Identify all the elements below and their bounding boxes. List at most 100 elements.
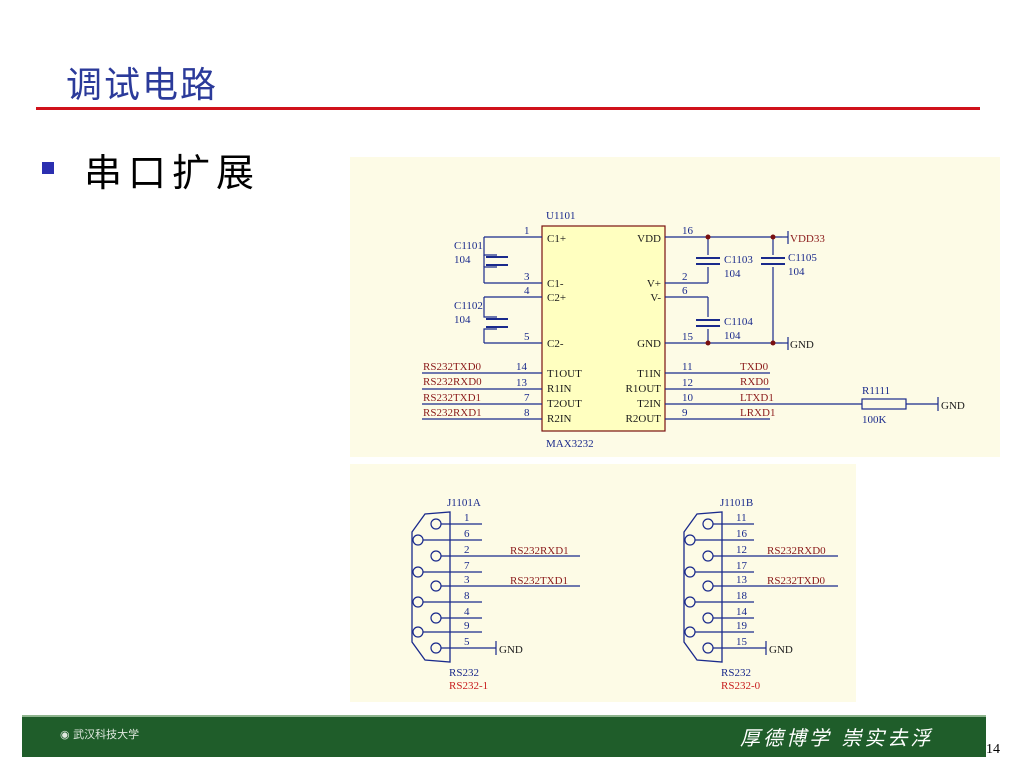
connector-wires	[423, 523, 580, 655]
pin-num: 11	[682, 361, 693, 373]
max3232-schematic-svg: U1101 MAX3232 1 3 4 5 14 13 7 8 C1+ C1- …	[422, 210, 965, 450]
pin-num: 19	[736, 620, 748, 632]
cap-wiring-left	[483, 237, 497, 343]
pin-num: 14	[516, 361, 528, 373]
pin-num: 5	[464, 636, 470, 648]
pin-num: 18	[736, 590, 748, 602]
gnd-label: GND	[790, 339, 814, 351]
pin-num: 3	[524, 271, 530, 283]
gnd-label: GND	[769, 644, 793, 656]
db9-pin-icon	[412, 518, 442, 654]
capacitor-icon	[696, 257, 785, 327]
net-label: RS232RXD0	[767, 545, 826, 557]
pin-label: V-	[650, 292, 661, 304]
footer-motto: 厚德博学 崇实去浮	[740, 726, 934, 750]
power-symbol-icon	[782, 231, 789, 350]
footer-divider	[22, 715, 986, 717]
cap-ref: C1105	[788, 252, 817, 264]
page-number: 14	[986, 742, 1000, 757]
logo-emblem-icon: ◉	[60, 728, 70, 741]
footer-bar	[22, 715, 986, 757]
pin-num: 16	[682, 225, 694, 237]
cap-wiring-right	[707, 237, 774, 343]
pin-num: 17	[736, 560, 748, 572]
cap-value: 104	[454, 314, 471, 326]
net-label: RS232TXD0	[423, 361, 482, 373]
pin-num: 5	[524, 331, 530, 343]
pin-num: 15	[736, 636, 748, 648]
pin-num: 13	[736, 574, 748, 586]
resistor-value: 100K	[862, 414, 887, 426]
resistor-icon	[861, 398, 907, 410]
pin-label: T2IN	[637, 398, 661, 410]
pin-label: T1IN	[637, 368, 661, 380]
pin-label: C1+	[547, 233, 566, 245]
net-label: TXD0	[740, 361, 769, 373]
connector-j1101b: J1101B 11 16 12	[683, 497, 838, 692]
pin-label: R1IN	[547, 383, 572, 395]
pin-num: 8	[524, 407, 530, 419]
junction-dots	[705, 234, 776, 346]
cap-value: 104	[454, 254, 471, 266]
pin-num: 9	[682, 407, 688, 419]
resistor-gnd-label: GND	[941, 400, 965, 412]
pin-label: C1-	[547, 278, 564, 290]
left-pin-wires	[422, 236, 542, 420]
resistor-ref: R1111	[862, 385, 890, 397]
pin-label: V+	[647, 278, 661, 290]
net-label: RXD0	[740, 376, 769, 388]
max3232-schematic: U1101 MAX3232 1 3 4 5 14 13 7 8 C1+ C1- …	[350, 157, 1000, 457]
pin-label: R2IN	[547, 413, 572, 425]
cap-value: 104	[788, 266, 805, 278]
pin-num: 8	[464, 590, 470, 602]
net-label: LRXD1	[740, 407, 775, 419]
pin-num: 9	[464, 620, 470, 632]
pin-label: R2OUT	[626, 413, 662, 425]
title-underline	[36, 107, 980, 110]
pin-num: 10	[682, 392, 694, 404]
university-logo: ◉ 武汉科技大学	[60, 726, 139, 742]
slide-title: 调试电路	[66, 65, 219, 106]
pin-num: 7	[524, 392, 530, 404]
cap-ref: C1104	[724, 316, 753, 328]
logo-text: 武汉科技大学	[73, 728, 140, 741]
pin-label: GND	[637, 338, 661, 350]
pin-label: C2-	[547, 338, 564, 350]
pin-num: 1	[524, 225, 530, 237]
rs232-connector-schematic: J1101A 1 6 2	[350, 464, 856, 702]
right-pin-wires	[665, 236, 862, 420]
rs232-connector-svg: J1101A 1 6 2	[411, 497, 838, 692]
pin-num: 11	[736, 512, 747, 524]
pin-label: R1OUT	[626, 383, 662, 395]
chip-ref: U1101	[546, 210, 576, 222]
chip-body	[541, 225, 666, 432]
pin-num: 16	[736, 528, 748, 540]
net-label: RS232TXD1	[510, 575, 568, 587]
pin-num: 15	[682, 331, 694, 343]
bullet-text: 串口扩展	[84, 151, 261, 195]
connector-type: RS232	[449, 667, 479, 679]
bullet-square-icon	[42, 162, 54, 174]
connector-ref: J1101B	[720, 497, 753, 509]
net-label: RS232RXD1	[510, 545, 569, 557]
cap-value: 104	[724, 268, 741, 280]
connector-j1101a: J1101A 1 6 2	[411, 497, 580, 692]
pin-num: 7	[464, 560, 470, 572]
connector-wires	[695, 523, 838, 655]
pin-num: 12	[682, 377, 693, 389]
net-label: RS232TXD0	[767, 575, 826, 587]
connector-type: RS232	[721, 667, 751, 679]
cap-value: 104	[724, 330, 741, 342]
net-label: RS232TXD1	[423, 392, 481, 404]
cap-ref: C1102	[454, 300, 483, 312]
pin-num: 2	[682, 271, 688, 283]
cap-ref: C1103	[724, 254, 753, 266]
connector-name: RS232-0	[721, 680, 761, 692]
capacitor-icon	[486, 256, 508, 328]
connector-name: RS232-1	[449, 680, 488, 692]
chip-part: MAX3232	[546, 438, 594, 450]
db9-shell-icon	[683, 511, 723, 663]
pin-num: 4	[464, 606, 470, 618]
net-label: RS232RXD0	[423, 376, 482, 388]
pin-num: 12	[736, 544, 747, 556]
